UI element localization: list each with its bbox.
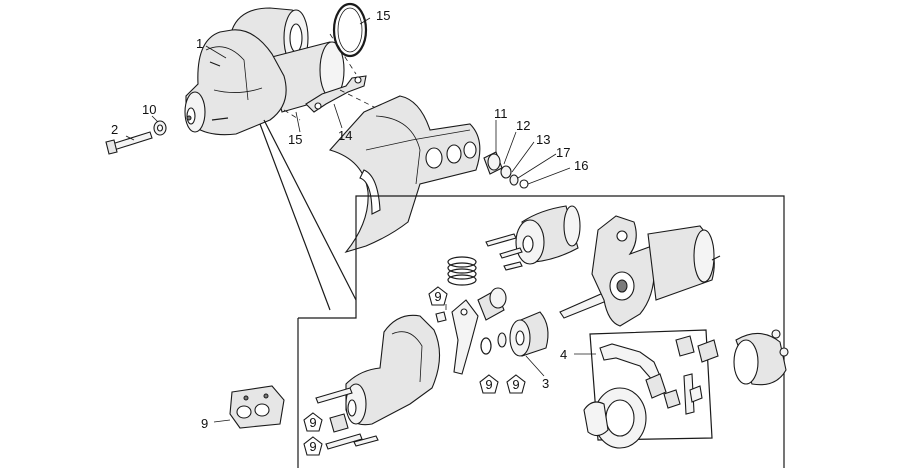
- part-label-15: 15: [288, 132, 302, 147]
- callout-line: [263, 119, 357, 301]
- tag-9: 9: [479, 374, 499, 394]
- part-label-14: 14: [338, 128, 352, 143]
- o-ring: [332, 2, 368, 58]
- engine-shroud: [329, 95, 481, 254]
- svg-text:9: 9: [309, 439, 316, 454]
- plunger: [477, 287, 507, 321]
- part-label-11: 11: [494, 106, 508, 121]
- spring: [447, 256, 477, 286]
- cover-cap: [229, 385, 285, 429]
- tag-9: 9: [428, 286, 448, 306]
- svg-text:9: 9: [309, 415, 316, 430]
- tag-9: 9: [303, 436, 323, 456]
- part-label-10: 10: [142, 102, 156, 117]
- part-label-2: 2: [111, 122, 118, 137]
- small-parts-row: [483, 151, 529, 189]
- armature-motor: [559, 215, 721, 327]
- part-label-1: 1: [196, 36, 203, 51]
- part-label-16: 16: [574, 158, 588, 173]
- mounting-bracket: [305, 75, 367, 113]
- lower-screws: [315, 387, 379, 450]
- tag-9: 9: [303, 412, 323, 432]
- solenoid: [515, 205, 581, 265]
- part-label-3: 3: [542, 376, 549, 391]
- stop-ring: [497, 332, 507, 348]
- end-cover: [733, 329, 789, 386]
- svg-text:9: 9: [512, 377, 519, 392]
- screws: [485, 233, 523, 271]
- brush-plate: [583, 335, 719, 449]
- tag-9: 9: [506, 374, 526, 394]
- assembly-line: [283, 109, 301, 121]
- circlip: [480, 337, 492, 355]
- part-label-13: 13: [536, 132, 550, 147]
- callout-line: [259, 123, 331, 311]
- shift-fork: [435, 299, 479, 375]
- bolt: [105, 131, 153, 155]
- starter-motor-assembly: [184, 7, 345, 136]
- svg-text:9: 9: [485, 377, 492, 392]
- drive-housing: [345, 314, 441, 426]
- assembly-line: [329, 33, 357, 75]
- leader-lines-lower: [213, 304, 596, 423]
- leader-lines-top: [125, 17, 571, 185]
- washer: [153, 120, 167, 136]
- part-label-9: 9: [201, 416, 208, 431]
- exploded-view-frame: [297, 195, 785, 468]
- part-label-4: 4: [560, 347, 567, 362]
- part-label-12: 12: [516, 118, 530, 133]
- pinion-drive: [509, 311, 549, 357]
- svg-text:9: 9: [434, 289, 441, 304]
- part-label-15: 15: [376, 8, 390, 23]
- part-label-17: 17: [556, 145, 570, 160]
